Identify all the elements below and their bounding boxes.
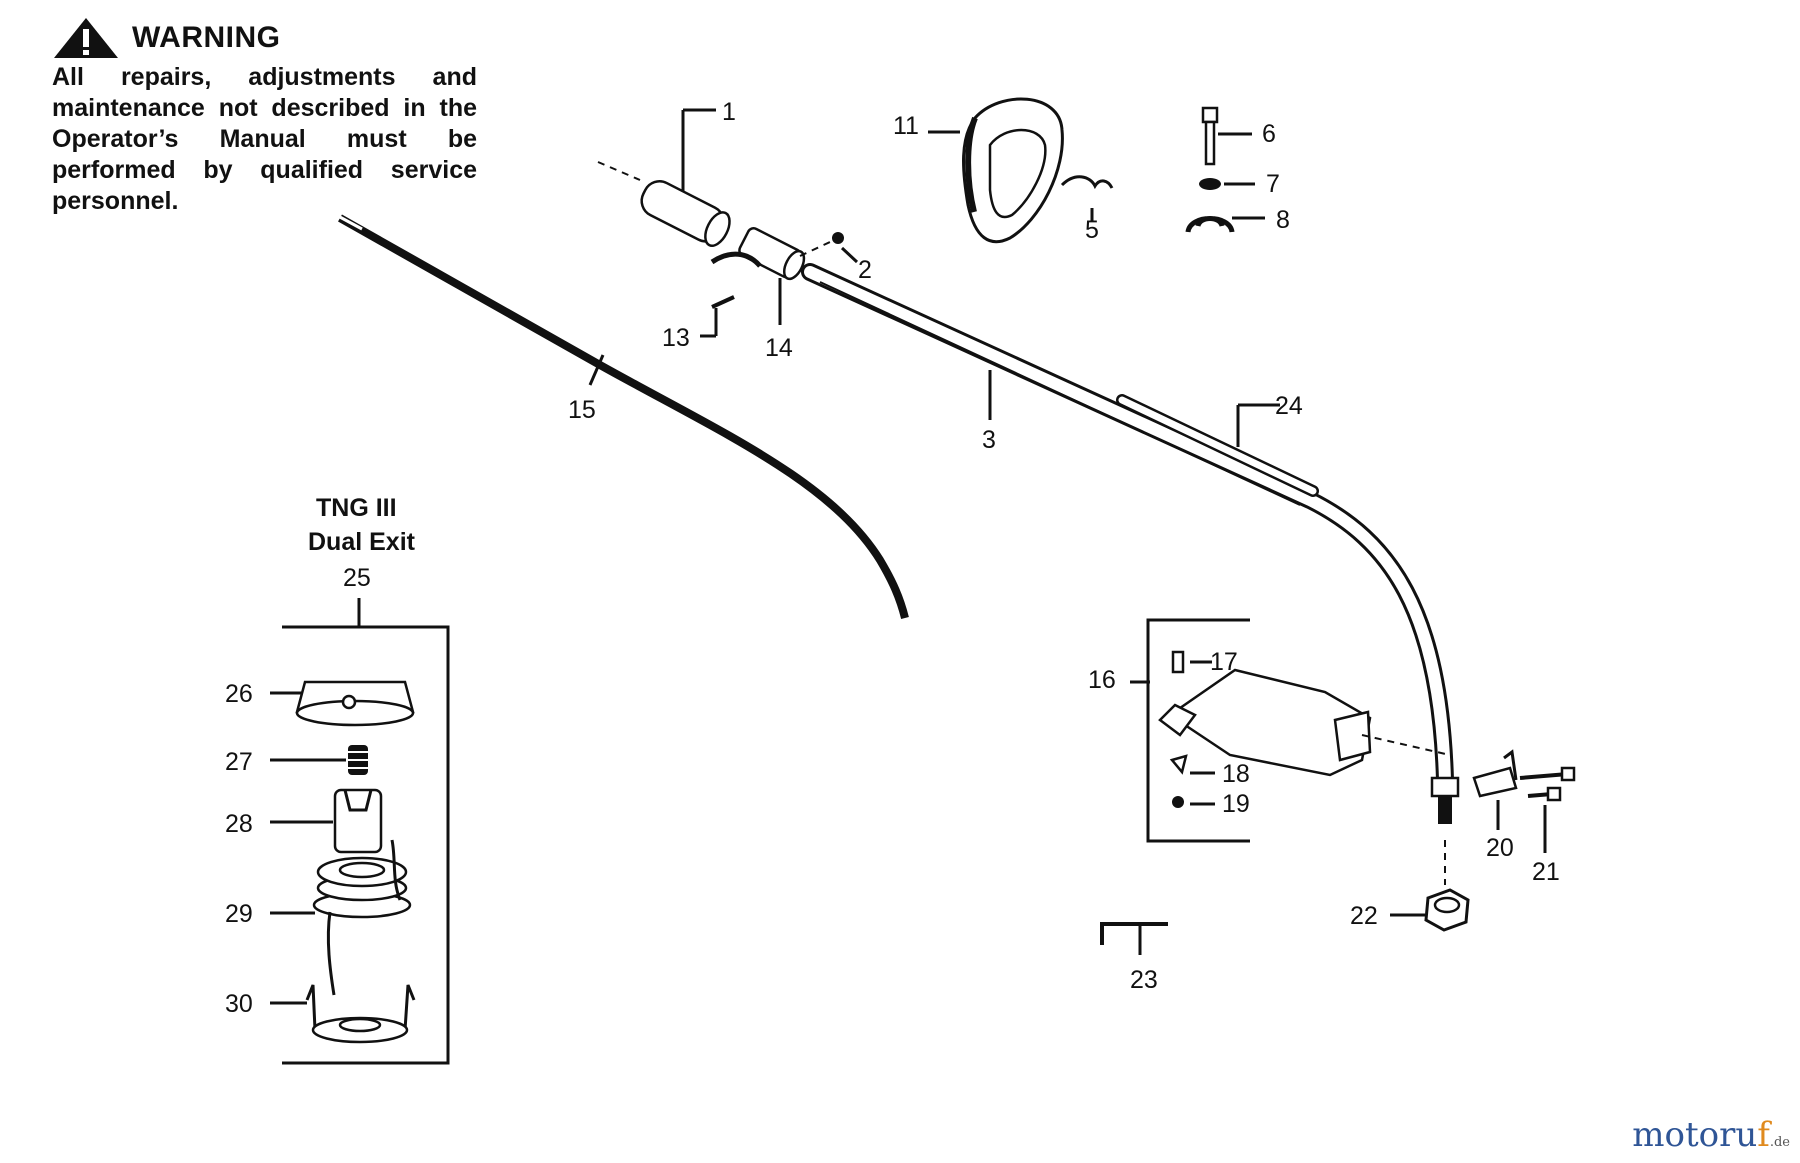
label-14: 14: [765, 334, 793, 362]
label-8: 8: [1276, 206, 1290, 234]
warning-heading-row: WARNING: [52, 16, 477, 60]
leader-lines: [270, 108, 1547, 1005]
handle-washer: [1199, 178, 1221, 190]
drive-cable: [337, 214, 909, 619]
label-6: 6: [1262, 120, 1276, 148]
rear-grip: [597, 161, 731, 247]
inset-title-line2: Dual Exit: [308, 528, 416, 556]
trimmer-head-inset: [282, 598, 450, 1065]
label-18: 18: [1222, 760, 1250, 788]
throttle-housing: [710, 227, 844, 281]
label-22: 22: [1350, 902, 1378, 930]
spool-housing: [305, 984, 416, 1044]
label-3: 3: [982, 426, 996, 454]
label-5: 5: [1085, 216, 1099, 244]
guard-screws: [1519, 766, 1576, 802]
warning-notice: WARNING All repairs, adjustments and mai…: [52, 16, 477, 217]
label-1: 1: [722, 98, 736, 126]
hex-nut: [1424, 840, 1470, 932]
label-15: 15: [568, 396, 596, 424]
inset-title-line1: TNG III: [316, 494, 397, 522]
head-spring: [348, 745, 368, 775]
line-spool: [312, 839, 412, 996]
head-hub: [333, 788, 383, 854]
label-20: 20: [1486, 834, 1514, 862]
label-29: 29: [225, 900, 253, 928]
label-27: 27: [225, 748, 253, 776]
warning-triangle-icon: [54, 18, 118, 58]
front-handle: [962, 97, 1064, 244]
label-26: 26: [225, 680, 253, 708]
warning-text: All repairs, adjustments and maintenance…: [52, 63, 477, 215]
warning-heading: WARNING: [132, 21, 281, 54]
watermark-main: motoru: [1632, 1115, 1758, 1155]
handle-clamp: [1060, 175, 1114, 190]
label-30: 30: [225, 990, 253, 1018]
label-17: 17: [1210, 648, 1238, 676]
label-13: 13: [662, 324, 690, 352]
head-knob: [295, 680, 415, 727]
handle-bolt: [1201, 106, 1219, 166]
watermark-accent: f: [1757, 1115, 1770, 1155]
part-labels: 1 2 3 5 6 7 8 11 13 14 15 16 17 18 19 20…: [225, 98, 1560, 1018]
label-25: 25: [343, 564, 371, 592]
wing-nut: [1185, 216, 1235, 233]
label-11: 11: [893, 112, 919, 140]
shield-bar: [1116, 394, 1319, 497]
hex-key: [1100, 922, 1168, 945]
label-19: 19: [1222, 790, 1250, 818]
shaft-housing: [801, 263, 1460, 824]
screw-13: [711, 295, 735, 309]
label-28: 28: [225, 810, 253, 838]
guard-kit-frame: [1146, 618, 1451, 843]
label-21: 21: [1532, 858, 1560, 886]
guard-bracket: [1472, 749, 1518, 798]
watermark-suffix: .de: [1769, 1135, 1790, 1150]
label-2: 2: [858, 256, 872, 284]
label-23: 23: [1130, 966, 1158, 994]
label-7: 7: [1266, 170, 1280, 198]
watermark-logo: motoruf.de: [1632, 1115, 1790, 1155]
label-24: 24: [1275, 392, 1303, 420]
label-16: 16: [1088, 666, 1116, 694]
